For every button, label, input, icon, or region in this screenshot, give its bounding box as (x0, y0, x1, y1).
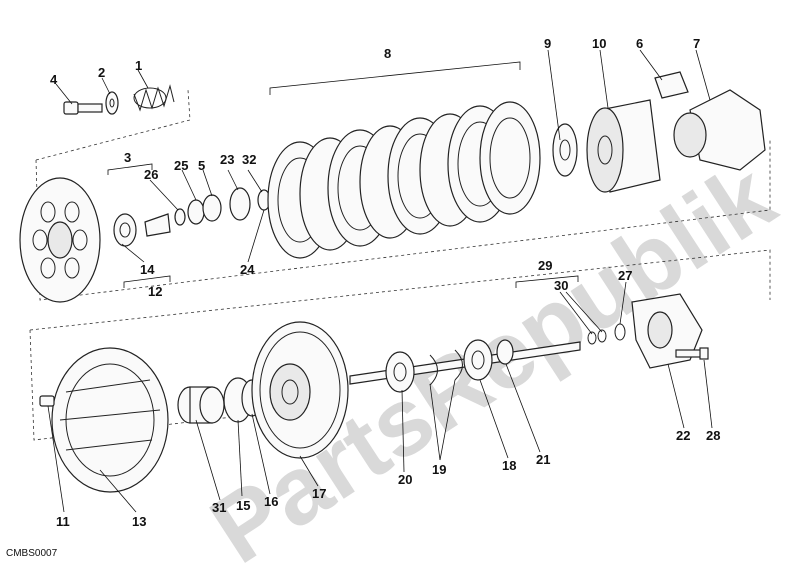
part-21-ring[interactable] (496, 339, 514, 365)
callout-32: 32 (242, 152, 256, 167)
callout-17: 17 (312, 486, 326, 501)
callout-8: 8 (384, 46, 391, 61)
part-bearing-12[interactable] (113, 213, 137, 247)
callout-31: 31 (212, 500, 226, 515)
part-30-seals[interactable] (587, 329, 607, 345)
callout-11: 11 (56, 514, 70, 529)
bracket-12 (123, 275, 171, 288)
part-13-outer-drum[interactable] (51, 347, 169, 493)
part-6-block[interactable] (654, 71, 689, 99)
part-31-bush[interactable] (177, 386, 225, 424)
part-18-bearing[interactable] (463, 339, 493, 381)
callout-2: 2 (98, 65, 105, 80)
callout-23: 23 (220, 152, 234, 167)
callout-9: 9 (544, 36, 551, 51)
callout-25: 25 (174, 158, 188, 173)
part-25-bush[interactable] (187, 194, 222, 225)
part-11-bolt[interactable] (39, 395, 55, 407)
callout-7: 7 (693, 36, 700, 51)
callout-22: 22 (676, 428, 690, 443)
callout-19: 19 (432, 462, 446, 477)
bracket-29 (515, 275, 579, 288)
part-28-bolt[interactable] (675, 347, 709, 360)
callout-6: 6 (636, 36, 643, 51)
bracket-3 (107, 163, 153, 175)
callout-20: 20 (398, 472, 412, 487)
callout-18: 18 (502, 458, 516, 473)
part-1-spring[interactable] (133, 84, 175, 112)
part-pushrod-3[interactable] (144, 213, 171, 237)
callout-21: 21 (536, 452, 550, 467)
callout-labels: 1 2 4 8 9 10 6 7 3 26 25 5 23 32 24 14 1… (50, 36, 720, 529)
part-19-clips[interactable] (429, 349, 463, 386)
callout-1: 1 (135, 58, 142, 73)
callout-13: 13 (132, 514, 146, 529)
callout-26: 26 (144, 167, 158, 182)
part-14-pressure-plate[interactable] (19, 177, 101, 303)
lower-group-outline (29, 249, 771, 441)
part-20-bearing[interactable] (385, 351, 415, 393)
part-8-clutch-plate-pack[interactable] (267, 101, 541, 259)
callout-4: 4 (50, 72, 58, 87)
part-17-gear[interactable] (251, 321, 349, 459)
callout-24: 24 (240, 262, 255, 277)
bracket-8 (269, 61, 521, 95)
part-2-washer[interactable] (105, 91, 119, 115)
part-9-spring-disc[interactable] (552, 123, 578, 177)
part-10-inner-hub[interactable] (586, 99, 661, 193)
part-23-washer[interactable] (229, 187, 251, 221)
callout-5: 5 (198, 158, 205, 173)
callout-29: 29 (538, 258, 552, 273)
callout-16: 16 (264, 494, 278, 509)
drawing-code: CMBS0007 (6, 548, 58, 559)
callout-12: 12 (148, 284, 162, 299)
callout-10: 10 (592, 36, 606, 51)
callout-14: 14 (140, 262, 155, 277)
callout-30: 30 (554, 278, 568, 293)
callout-27: 27 (618, 268, 632, 283)
callout-3: 3 (124, 150, 131, 165)
part-7-cover[interactable] (673, 89, 766, 171)
callout-28: 28 (706, 428, 720, 443)
callout-15: 15 (236, 498, 250, 513)
part-4-bolt[interactable] (63, 101, 103, 115)
leader-lines (47, 49, 713, 513)
part-26-oring[interactable] (174, 208, 186, 226)
